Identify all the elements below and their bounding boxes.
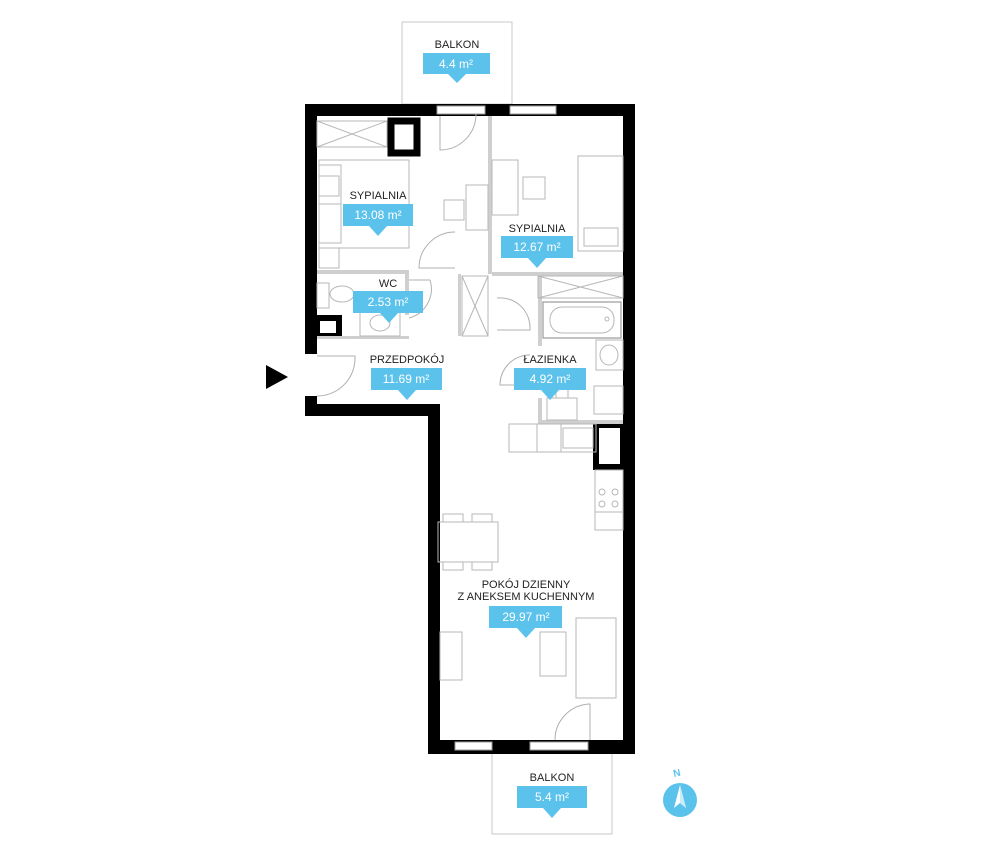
room-living: POKÓJ DZIENNY Z ANEKSEM KUCHENNYM 29.97 … [458,578,595,638]
entrance-arrow-icon [266,365,288,389]
svg-text:4.4 m²: 4.4 m² [439,57,473,71]
bedroom2-furniture [465,155,624,252]
shaft-wc [314,315,342,339]
svg-text:11.69 m²: 11.69 m² [383,372,429,386]
svg-text:12.67 m²: 12.67 m² [513,240,560,254]
doors [316,113,591,741]
living-furniture [437,513,617,699]
shaft-kitchen [593,422,626,470]
kitchen-counter [508,423,624,531]
svg-text:SYPIALNIA: SYPIALNIA [509,223,567,235]
room-hallway: PRZEDPOKÓJ 11.69 m² [370,353,445,400]
bathroom-fixtures [537,275,624,421]
room-wc: WC 2.53 m² [353,278,423,323]
svg-text:PRZEDPOKÓJ: PRZEDPOKÓJ [370,353,445,366]
svg-text:4.92 m²: 4.92 m² [530,372,571,386]
svg-text:ŁAZIENKA: ŁAZIENKA [523,354,577,366]
svg-text:POKÓJ DZIENNY: POKÓJ DZIENNY [482,578,571,591]
room-balcony-top: BALKON 4.4 m² [423,39,490,83]
windows [436,105,589,751]
svg-text:SYPIALNIA: SYPIALNIA [350,190,408,202]
room-bedroom-2: SYPIALNIA 12.67 m² [501,223,573,268]
room-bathroom: ŁAZIENKA 4.92 m² [514,354,586,400]
compass-icon: N [663,768,697,817]
svg-text:BALKON: BALKON [530,772,575,784]
svg-text:WC: WC [379,278,397,290]
svg-text:2.53 m²: 2.53 m² [368,295,409,309]
compass-letter: N [672,768,681,780]
svg-text:29.97 m²: 29.97 m² [502,610,549,624]
shaft-top [387,117,421,157]
svg-text:5.4 m²: 5.4 m² [535,790,569,804]
room-bedroom-1: SYPIALNIA 13.08 m² [343,190,413,236]
svg-text:13.08 m²: 13.08 m² [354,208,401,222]
hall-closet [461,275,489,337]
room-balcony-bottom: BALKON 5.4 m² [517,772,587,818]
svg-text:Z ANEKSEM KUCHENNYM: Z ANEKSEM KUCHENNYM [458,591,595,603]
svg-text:BALKON: BALKON [435,39,480,51]
